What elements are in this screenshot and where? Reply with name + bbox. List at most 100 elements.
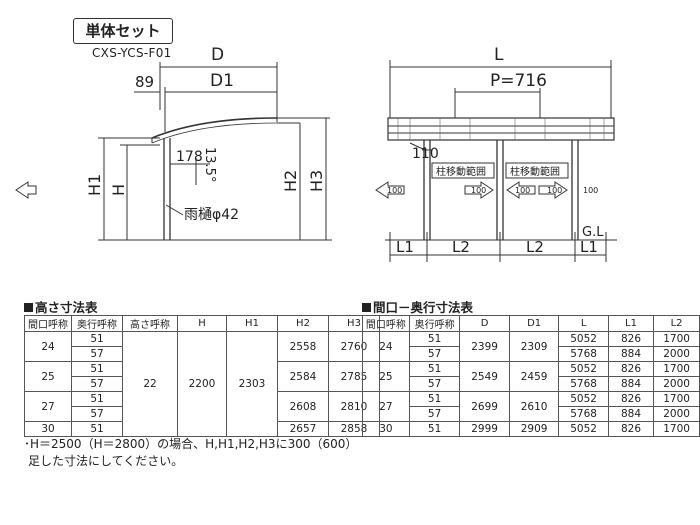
- dim-D: D: [211, 45, 224, 65]
- d1-cell: 2909: [508, 421, 560, 437]
- d-cell: 2549: [459, 361, 510, 392]
- d1-cell: 2610: [508, 391, 560, 422]
- depth-cell: 51: [71, 361, 123, 377]
- depth-cell: 57: [408, 346, 461, 362]
- note-line-1: ･H＝2500（H＝2800）の場合、H,H1,H2,H3に300（600）: [24, 437, 358, 451]
- arrow-100-2: 100: [471, 186, 486, 195]
- l2-cell: 1700: [653, 361, 700, 377]
- dim-178: 178: [176, 149, 203, 165]
- depth-cell: 51: [408, 421, 461, 437]
- arrow-100-3: 100: [515, 186, 530, 195]
- arrow-100-4: 100: [547, 186, 562, 195]
- column-header: H: [177, 315, 227, 332]
- depth-cell: 51: [408, 391, 461, 407]
- gl-label: G.L: [582, 225, 604, 240]
- carport-drawings: D 89 D1 178 13.5° H1 H 雨樋φ42 H2 H3 L P=7…: [15, 45, 617, 262]
- move-range-2: 柱移動範囲: [510, 165, 560, 178]
- dim-H: H: [109, 184, 128, 196]
- d1-cell: 2309: [508, 331, 560, 362]
- l2-cell: 2000: [653, 376, 700, 392]
- l2-cell: 2000: [653, 346, 700, 362]
- arrow-100-1: 100: [387, 186, 402, 195]
- square-icon: [24, 303, 33, 312]
- l2-cell: 1700: [653, 421, 700, 437]
- dim-L1-right: L1: [580, 238, 598, 256]
- pitch-label: P=716: [490, 71, 547, 91]
- depth-cell: 57: [71, 376, 123, 392]
- l-cell: 5052: [558, 391, 609, 407]
- h2-cell: 2608: [277, 391, 329, 422]
- l-cell: 5768: [558, 406, 609, 422]
- l1-cell: 826: [607, 391, 655, 407]
- h-cell: 2200: [177, 331, 227, 437]
- l1-cell: 826: [607, 421, 655, 437]
- maguchi-cell: 25: [362, 361, 410, 392]
- move-range-1: 柱移動範囲: [436, 165, 486, 178]
- maguchi-cell: 27: [24, 391, 72, 422]
- column-header: H1: [226, 315, 278, 332]
- size-table-title: 間口－奥行寸法表: [362, 297, 473, 316]
- maguchi-cell: 30: [362, 421, 410, 437]
- dim-L: L: [494, 45, 504, 65]
- dim-H2: H2: [281, 170, 300, 192]
- depth-cell: 51: [71, 331, 123, 347]
- height-table-title: 高さ寸法表: [24, 297, 98, 316]
- l1-cell: 884: [607, 406, 655, 422]
- gutter-label: 雨樋φ42: [184, 207, 239, 223]
- table-row: 57: [25, 346, 380, 362]
- angle-label: 13.5°: [202, 147, 217, 182]
- depth-cell: 57: [408, 406, 461, 422]
- l-cell: 5768: [558, 376, 609, 392]
- dim-H1: H1: [85, 174, 104, 196]
- l-cell: 5052: [558, 421, 609, 437]
- dim-L2-right: L2: [526, 238, 544, 256]
- l1-cell: 826: [607, 361, 655, 377]
- column-header: D: [459, 315, 510, 332]
- depth-cell: 57: [408, 376, 461, 392]
- l1-cell: 884: [607, 346, 655, 362]
- depth-cell: 51: [71, 391, 123, 407]
- l1-cell: 826: [607, 331, 655, 347]
- l2-cell: 1700: [653, 391, 700, 407]
- l-cell: 5052: [558, 361, 609, 377]
- takasa-cell: 22: [122, 331, 178, 437]
- note-line-2: 足した寸法にしてください。: [28, 454, 184, 468]
- dim-110: 110: [412, 146, 439, 162]
- dim-L2-left: L2: [452, 238, 470, 256]
- column-header: 奥行呼称: [71, 315, 123, 332]
- l2-cell: 2000: [653, 406, 700, 422]
- arrow-100-5: 100: [583, 186, 598, 195]
- depth-cell: 51: [71, 421, 123, 437]
- d-cell: 2999: [459, 421, 510, 437]
- d1-cell: 2459: [508, 361, 560, 392]
- column-header: L1: [607, 315, 655, 332]
- l-cell: 5768: [558, 346, 609, 362]
- d-cell: 2699: [459, 391, 510, 422]
- maguchi-cell: 24: [24, 331, 72, 362]
- h2-cell: 2558: [277, 331, 329, 362]
- h1-cell: 2303: [226, 331, 278, 437]
- depth-cell: 51: [408, 331, 461, 347]
- h2-cell: 2584: [277, 361, 329, 392]
- column-header: H2: [277, 315, 329, 332]
- l-cell: 5052: [558, 331, 609, 347]
- dim-H3: H3: [307, 170, 326, 192]
- note: ･H＝2500（H＝2800）の場合、H,H1,H2,H3に300（600） 足…: [24, 436, 357, 470]
- maguchi-cell: 24: [362, 331, 410, 362]
- dim-L1-left: L1: [396, 238, 414, 256]
- h2-cell: 2657: [277, 421, 329, 437]
- depth-cell: 57: [71, 406, 123, 422]
- d-cell: 2399: [459, 331, 510, 362]
- dim-D1: D1: [210, 71, 234, 91]
- column-header: L2: [653, 315, 700, 332]
- column-header: L: [558, 315, 609, 332]
